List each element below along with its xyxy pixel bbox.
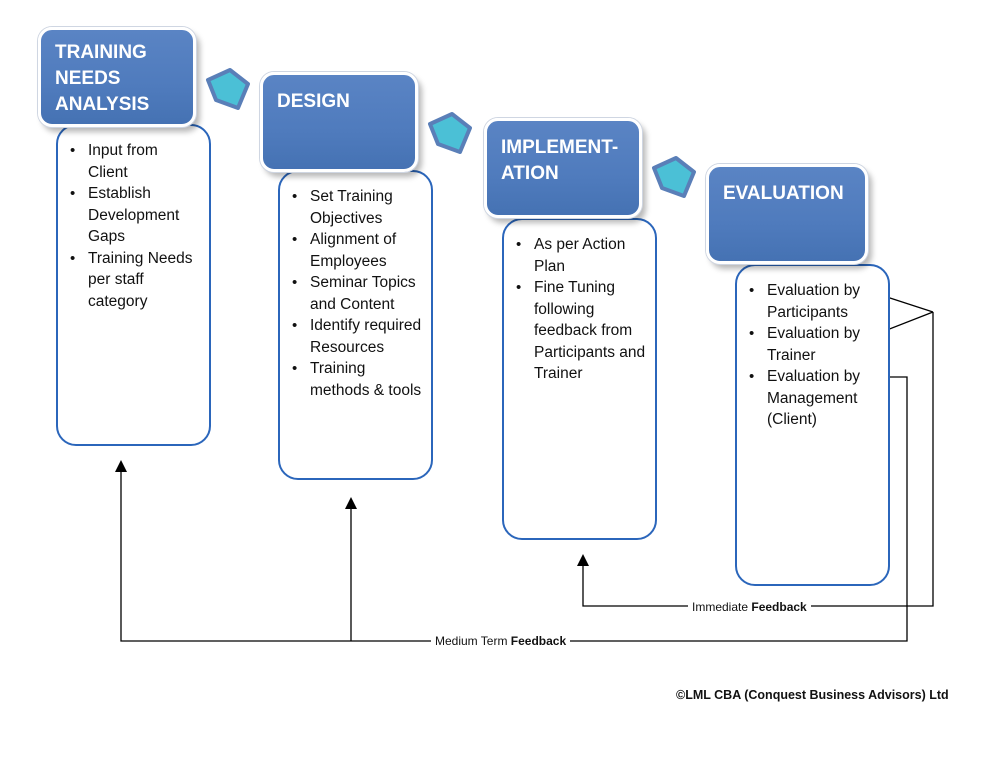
stage-implementation: IMPLEMENT- ATION — [484, 118, 642, 218]
detail-box-design: Set Training Objectives Alignment of Emp… — [278, 170, 433, 480]
immediate-feedback-label: Immediate Feedback — [688, 600, 811, 614]
stage-title-line: EVALUATION — [723, 183, 844, 204]
list-item: Input from Client — [68, 140, 201, 183]
list-item: Establish Development Gaps — [68, 183, 201, 248]
list-item: Training Needs per staff category — [68, 248, 201, 313]
flow-arrow-3-icon — [652, 156, 696, 198]
detail-box-implementation: As per Action Plan Fine Tuning following… — [502, 218, 657, 540]
list-item: Seminar Topics and Content — [290, 272, 423, 315]
medium-feedback-arrowhead-1-icon — [115, 460, 127, 472]
list-item: Identify required Resources — [290, 315, 423, 358]
stage-title-line: ATION — [501, 163, 559, 184]
feedback-bold: Feedback — [751, 600, 807, 614]
medium-feedback-connector — [120, 376, 908, 642]
feedback-prefix: Medium Term — [435, 634, 511, 648]
list-item: Evaluation by Trainer — [747, 323, 880, 366]
flow-arrow-2-icon — [428, 112, 472, 154]
copyright-text: ©LML CBA (Conquest Business Advisors) Lt… — [676, 688, 949, 702]
list-item: As per Action Plan — [514, 234, 647, 277]
list-item: Training methods & tools — [290, 358, 423, 401]
list-item: Evaluation by Management (Client) — [747, 366, 880, 431]
list-item: Fine Tuning following feedback from Part… — [514, 277, 647, 385]
detail-box-training-needs: Input from Client Establish Development … — [56, 124, 211, 446]
feedback-prefix: Immediate — [692, 600, 752, 614]
stage-title-line: NEEDS — [55, 68, 121, 89]
stage-title-line: DESIGN — [277, 91, 350, 112]
medium-term-feedback-label: Medium Term Feedback — [431, 634, 571, 648]
flow-arrow-1-icon — [206, 68, 250, 110]
stage-design: DESIGN — [260, 72, 418, 172]
detail-box-evaluation: Evaluation by Participants Evaluation by… — [735, 264, 890, 586]
list-item: Alignment of Employees — [290, 229, 423, 272]
stage-evaluation: EVALUATION — [706, 164, 868, 264]
immediate-feedback-arrowhead-icon — [577, 554, 589, 566]
stage-training-needs-analysis: TRAINING NEEDS ANALYSIS — [38, 27, 196, 127]
stage-title-line: IMPLEMENT- — [501, 137, 619, 158]
stage-title-line: TRAINING — [55, 42, 147, 63]
stage-title-line: ANALYSIS — [55, 94, 150, 115]
medium-feedback-arrowhead-2-icon — [345, 497, 357, 509]
feedback-bold: Feedback — [510, 634, 567, 648]
list-item: Evaluation by Participants — [747, 280, 880, 323]
list-item: Set Training Objectives — [290, 186, 423, 229]
